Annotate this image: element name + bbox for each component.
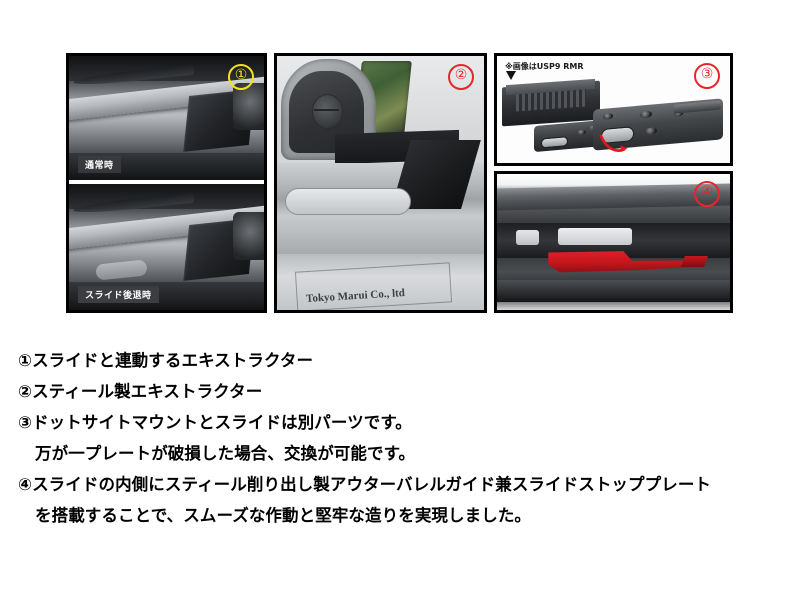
caption-line-6: を搭載することで、スムーズな作動と堅牢な造りを実現しました。 [35,506,532,525]
panel-1-caption-normal: 通常時 [78,156,121,173]
ejection-port-edge [285,188,412,216]
figure-panel-2: Tokyo Marui Co., ltd ② [274,53,487,313]
caption-line-2: ②スティール製エキストラクター [18,382,263,401]
frame-body [277,254,484,310]
note-pointer-icon [506,71,516,80]
sight-battery-screw [312,94,344,130]
caption-line-3: ③ドットサイトマウントとスライドは別パーツです。 [18,413,412,432]
slide-stop-plate-tip [681,255,709,267]
slide-bottom-rail [497,280,730,302]
caption-line-5: ④スライドの内側にスティール削り出し製アウターバレルガイド兼スライドストッププレ… [18,475,712,494]
rear-dial-2 [232,211,264,260]
caption-block: ①スライドと連動するエキストラクター ②スティール製エキストラクター ③ドットサ… [18,345,786,531]
panel-1-divider [69,180,264,184]
mount-plate-large-pin [602,113,613,120]
screw-slot [314,109,340,112]
panel-1-caption-retracted: スライド後退時 [78,286,159,303]
rear-dial [232,83,264,131]
figure-panel-1: 通常時 スライド後退時 ① [66,53,267,313]
assembly-arrow-icon [599,134,628,152]
panel-marker-4: ④ [694,181,720,207]
figure-panel-3: ※画像はUSP9 RMR ③ [494,53,733,166]
caption-line-4: 万が一プレートが破損した場合、交換が可能です。 [35,444,416,463]
slide-inner-notch [515,229,539,245]
mount-plate-small-cutout [541,136,568,149]
mount-plate-large-post-2 [644,127,657,135]
figure-panel-4: ④ [494,171,733,313]
mount-plate-large-post-1 [639,110,652,119]
mount-plate-large-rail [673,101,721,114]
panel-3-note: ※画像はUSP9 RMR [505,62,584,71]
panel-1-retracted-state-photo: スライド後退時 [69,184,264,310]
panel-marker-2: ② [448,64,474,90]
slide-inner-window [557,228,633,245]
panel-marker-1: ① [228,64,254,90]
caption-line-1: ①スライドと連動するエキストラクター [18,351,314,370]
panel-marker-3: ③ [694,63,720,89]
